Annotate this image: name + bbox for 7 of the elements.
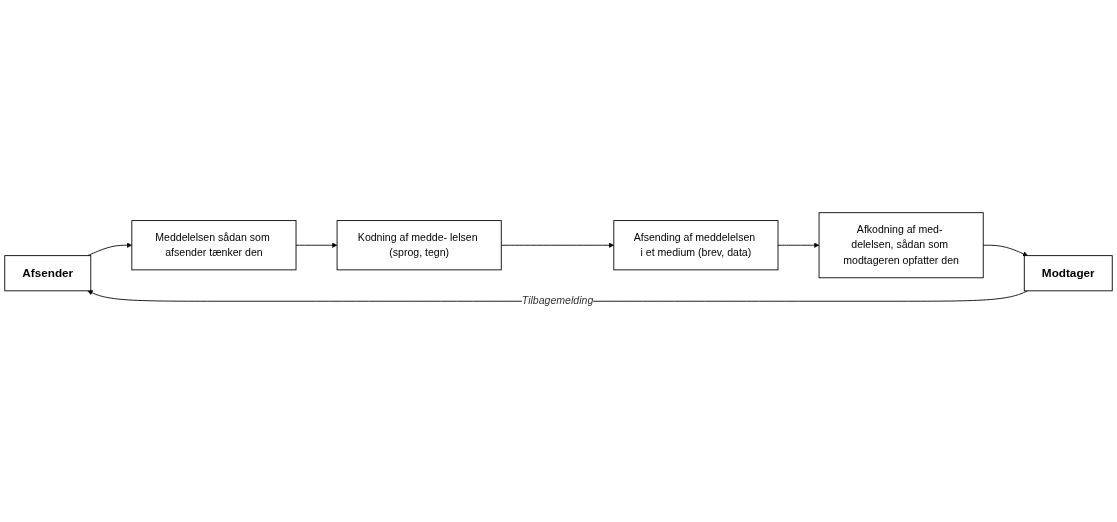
node-box: Kodning af medde- lelsen (sprog, tegn)	[336, 220, 502, 271]
node-box: Afsender	[4, 255, 92, 292]
node-box: Afkodning af med- delelsen, sådan som modtageren opfatter den	[818, 212, 984, 279]
node-box: Modtager	[1023, 255, 1113, 292]
node-box: Afsending af meddelelsen i et medium (brev, data)	[613, 220, 779, 271]
edge-label: Tilbagemelding	[521, 295, 594, 307]
node-box: Meddelelsen sådan som afsender tænker den	[131, 220, 297, 271]
